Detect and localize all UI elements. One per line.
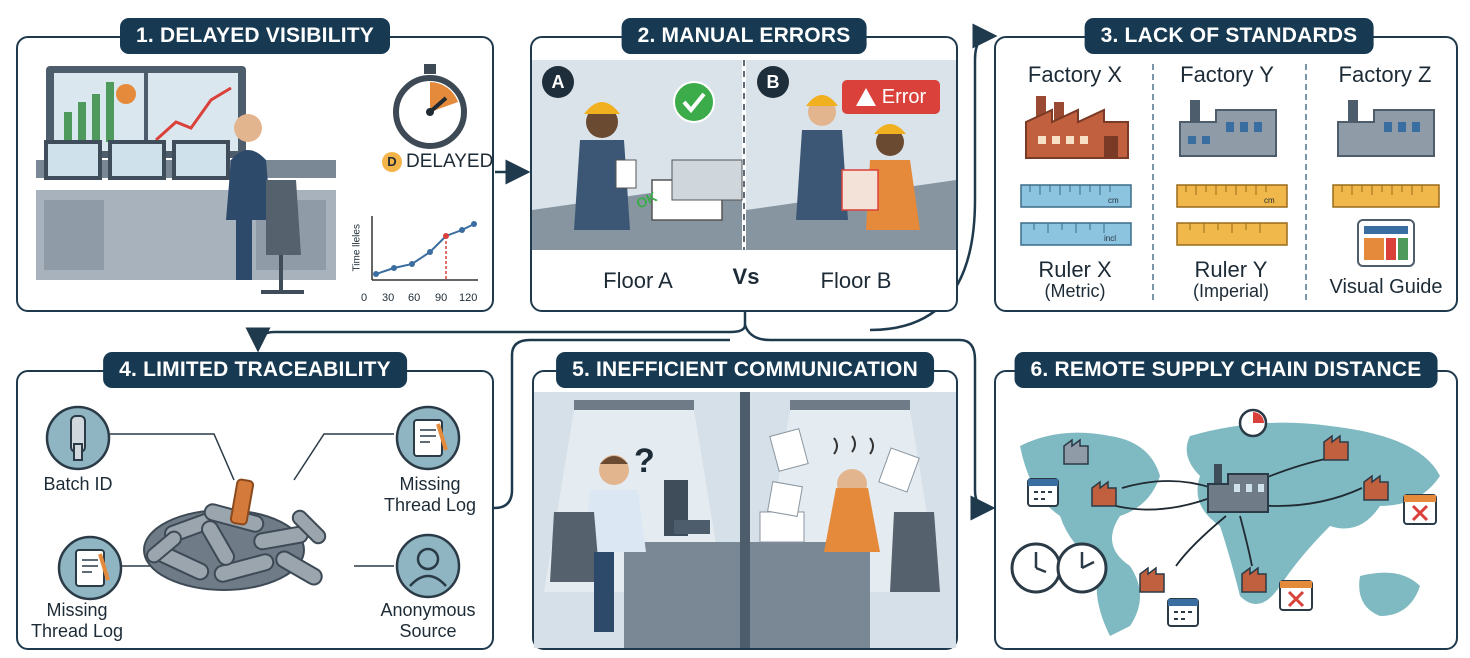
ruler-y-cm-icon [1176, 184, 1288, 208]
factory-icon [1363, 474, 1389, 501]
missing-thread-log-left: Missing Thread Log [30, 600, 124, 641]
chart-tick-90: 90 [435, 292, 448, 304]
zipper-batch-icon [45, 405, 111, 471]
factory-z-label: Factory Z [1338, 62, 1432, 87]
ruler-unit-cm-x: cm [1108, 196, 1119, 205]
caption-ruler-y-sub: (Imperial) [1192, 281, 1269, 301]
ruler-y-icon [1176, 222, 1288, 246]
error-label: Error [881, 85, 927, 108]
arrow-5-to-6 [743, 324, 996, 521]
clock-icon [1238, 408, 1268, 438]
chart-tick-60: 60 [408, 292, 421, 304]
floors-illustration [532, 60, 956, 250]
factory-x-label: Factory X [1027, 62, 1123, 87]
central-factory-icon [1207, 464, 1269, 513]
marker-a: A [542, 66, 574, 98]
factory-z-icon [1337, 100, 1435, 157]
clipboard-icon [57, 535, 123, 601]
calendar-icon [1027, 478, 1059, 507]
ruler-z-icon [1332, 184, 1440, 208]
delayed-badge-text: DELAYED [406, 151, 494, 172]
warning-icon [855, 88, 876, 106]
factory-y-icon [1179, 100, 1277, 157]
stopwatch-icon [393, 64, 467, 149]
caption-ruler-y: Ruler Y [1194, 257, 1268, 282]
panel-title: 2. MANUAL ERRORS [621, 18, 867, 54]
clipboard-icon [395, 405, 461, 471]
caption-ruler-x-sub: (Metric) [1044, 281, 1106, 301]
world-map-illustration [1020, 422, 1440, 636]
floor-a-label: Floor A [603, 268, 673, 293]
error-tag: Error [842, 80, 940, 114]
visual-guide-icon [1357, 219, 1415, 267]
delay-line-chart [371, 216, 478, 281]
ruler-unit-cm-y: cm [1264, 196, 1275, 205]
anonymous-source-label: Anonymous Source [380, 600, 476, 641]
factory-icon [1323, 434, 1349, 461]
versus-label: Vs [732, 264, 760, 289]
panel-title: 3. LACK OF STANDARDS [1084, 18, 1374, 54]
missing-thread-log-right: Missing Thread Log [383, 474, 477, 515]
panel-title: 4. LIMITED TRACEABILITY [103, 352, 407, 388]
calendar-icon [1167, 598, 1199, 627]
marker-b: B [757, 66, 789, 98]
calendar-cancel-icon [1279, 580, 1313, 611]
divider-1 [1152, 64, 1154, 300]
chart-y-label: Time lleles [351, 224, 363, 272]
caption-visual-guide: Visual Guide [1329, 276, 1443, 298]
calendar-cancel-icon [1403, 494, 1437, 525]
panel-title: 5. INEFFICIENT COMMUNICATION [556, 352, 934, 388]
check-icon [673, 81, 715, 123]
floor-b-label: Floor B [820, 268, 892, 293]
person-icon [395, 533, 461, 599]
delayed-badge: D DELAYED [382, 151, 493, 173]
question-mark: ? [634, 442, 655, 480]
divider-2 [1305, 64, 1307, 300]
caption-ruler-x: Ruler X [1038, 257, 1112, 282]
factory-icon [1063, 438, 1089, 465]
delayed-badge-letter: D [382, 152, 402, 172]
factory-icon [1091, 480, 1117, 507]
panel-title: 1. DELAYED VISIBILITY [120, 18, 390, 54]
panel-title: 6. REMOTE SUPPLY CHAIN DISTANCE [1014, 352, 1438, 388]
chart-tick-120: 120 [459, 292, 478, 304]
factory-x-icon [1025, 96, 1129, 159]
factory-y-label: Factory Y [1180, 62, 1274, 87]
arrow-4-to-5 [493, 338, 730, 510]
office-illustration [534, 392, 956, 648]
clock-icon [1010, 542, 1108, 594]
control-room-illustration [36, 66, 336, 294]
arrow-2-to-4 [245, 312, 747, 353]
ruler-metric-icon [1020, 184, 1132, 208]
traceability-illustration [110, 433, 394, 591]
factory-icon [1139, 566, 1165, 593]
ruler-unit-incl: incl [1104, 234, 1117, 243]
arrow-2-to-3 [869, 23, 998, 332]
chart-tick-30: 30 [382, 292, 395, 304]
batch-id-label: Batch ID [43, 474, 113, 494]
ruler-inch-icon [1020, 222, 1132, 246]
factory-icon [1241, 566, 1267, 593]
chart-tick-0: 0 [361, 292, 368, 304]
